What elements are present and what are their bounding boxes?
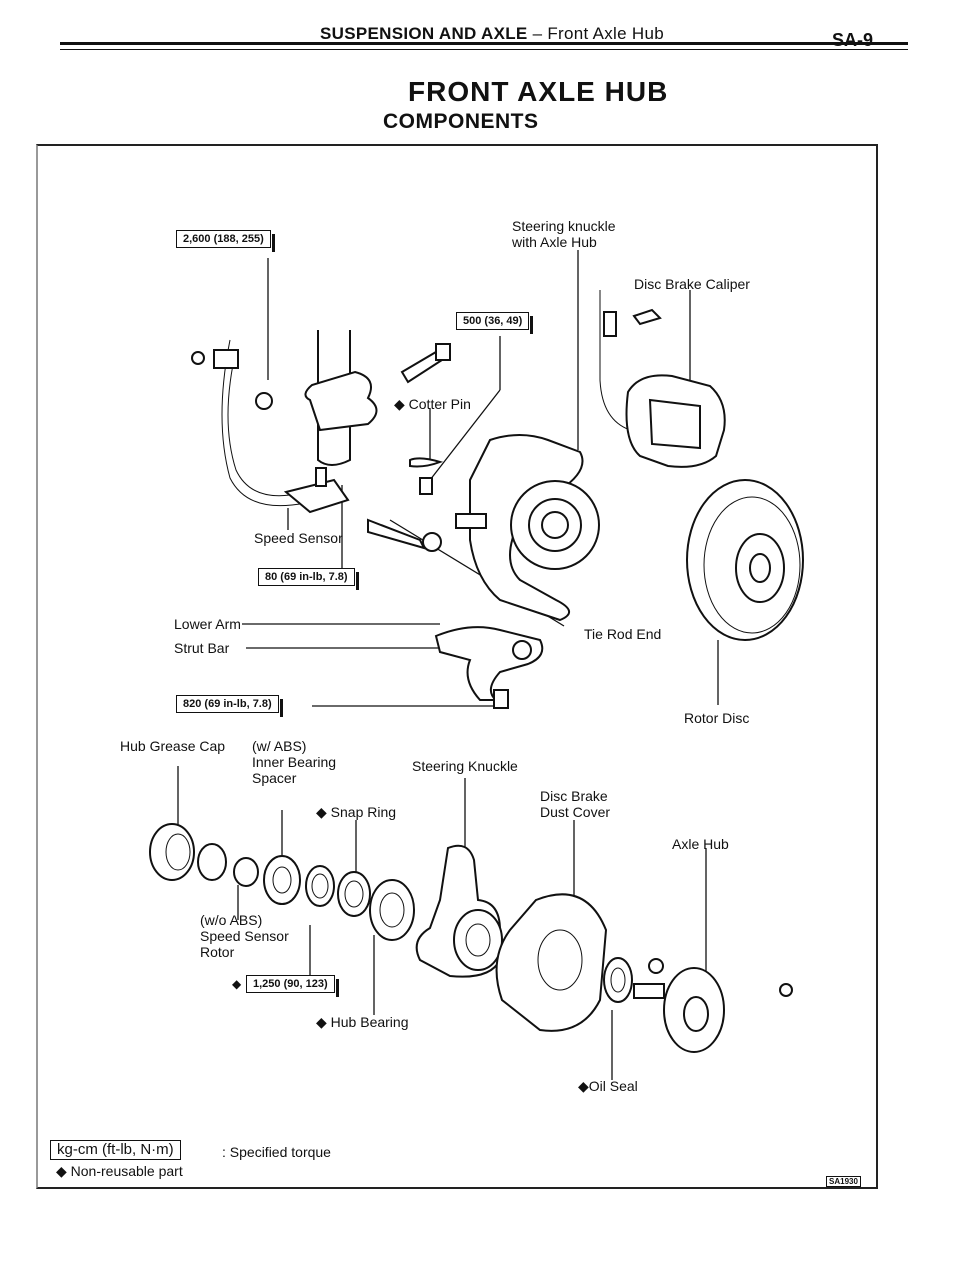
label-inner-bearing-3: Spacer [252,770,297,786]
legend-torque-description: : Specified torque [222,1144,331,1160]
label-disc-brake-dust-cover-1: Disc Brake [540,788,608,804]
label-disc-brake-dust-cover-2: Dust Cover [540,804,611,820]
header-section: SUSPENSION AND AXLE [320,24,528,43]
header-subsection: – Front Axle Hub [532,24,664,43]
header-rule [60,42,908,45]
label-rotor-disc: Rotor Disc [684,710,750,726]
label-lower-arm: Lower Arm [174,616,241,632]
torque-spec-hub-bearing: 1,250 (90, 123) [246,975,339,997]
label-speed-sensor-rotor-1: (w/o ABS) [200,912,263,928]
label-steering-knuckle: Steering Knuckle [412,758,518,774]
tie-rod [367,518,442,552]
label-disc-brake-caliper: Disc Brake Caliper [634,276,750,292]
label-steering-knuckle-with-hub-1: Steering knuckle [512,218,616,234]
label-oil-seal: ◆Oil Seal [578,1078,638,1094]
page-number: SA-9 [832,30,874,50]
label-snap-ring: ◆ Snap Ring [316,804,397,820]
label-axle-hub: Axle Hub [672,836,729,852]
inner-bearing-spacer [197,843,259,887]
page-subtitle: COMPONENTS [383,110,539,133]
legend-torque-unit: kg-cm (ft-lb, N·m) [50,1140,181,1160]
label-speed-sensor: Speed Sensor [254,530,343,546]
hub-bearing [369,879,415,941]
oil-seal [603,957,633,1003]
label-steering-knuckle-with-hub-2: with Axle Hub [512,234,597,250]
label-hub-grease-cap: Hub Grease Cap [120,738,226,754]
figure-code: SA1930 [826,1176,861,1187]
speed-sensor-rotor [263,855,301,905]
disc-brake-dust-cover [495,893,608,1032]
lower-arm [434,626,544,709]
diagram-frame [36,144,878,1189]
bolt-parts [400,343,451,495]
label-inner-bearing-2: Inner Bearing [252,754,337,770]
hub-grease-cap [149,823,195,881]
non-reusable-marker: ◆ [232,977,242,991]
header-rule-thin [60,49,908,50]
page-title: FRONT AXLE HUB [408,76,669,107]
label-strut-bar: Strut Bar [174,640,230,656]
strut-assembly [191,330,378,514]
label-speed-sensor-rotor-3: Rotor [200,944,235,960]
torque-spec-strut-bolt: 2,600 (188, 255) [176,230,275,252]
label-cotter-pin: ◆ Cotter Pin [394,396,471,412]
rotor-disc [686,479,804,641]
label-hub-bearing: ◆ Hub Bearing [316,1014,409,1030]
disc-brake-caliper [599,290,726,468]
label-inner-bearing-1: (w/ ABS) [252,738,307,754]
legend-non-reusable: ◆ Non-reusable part [56,1163,183,1179]
label-tie-rod-end: Tie Rod End [584,626,662,642]
label-speed-sensor-rotor-2: Speed Sensor [200,928,289,944]
steering-knuckle-with-hub [455,434,600,622]
torque-spec-tie-rod-nut: 500 (36, 49) [456,312,534,334]
page-header: SUSPENSION AND AXLE – Front Axle Hub [320,24,664,44]
steering-knuckle-lower [415,844,503,978]
torque-spec-speed-sensor: 80 (69 in-lb, 7.8) [258,568,359,590]
torque-spec-lower-arm: 820 (69 in-lb, 7.8) [176,695,283,717]
snap-rings [305,865,371,917]
axle-hub [633,958,793,1053]
